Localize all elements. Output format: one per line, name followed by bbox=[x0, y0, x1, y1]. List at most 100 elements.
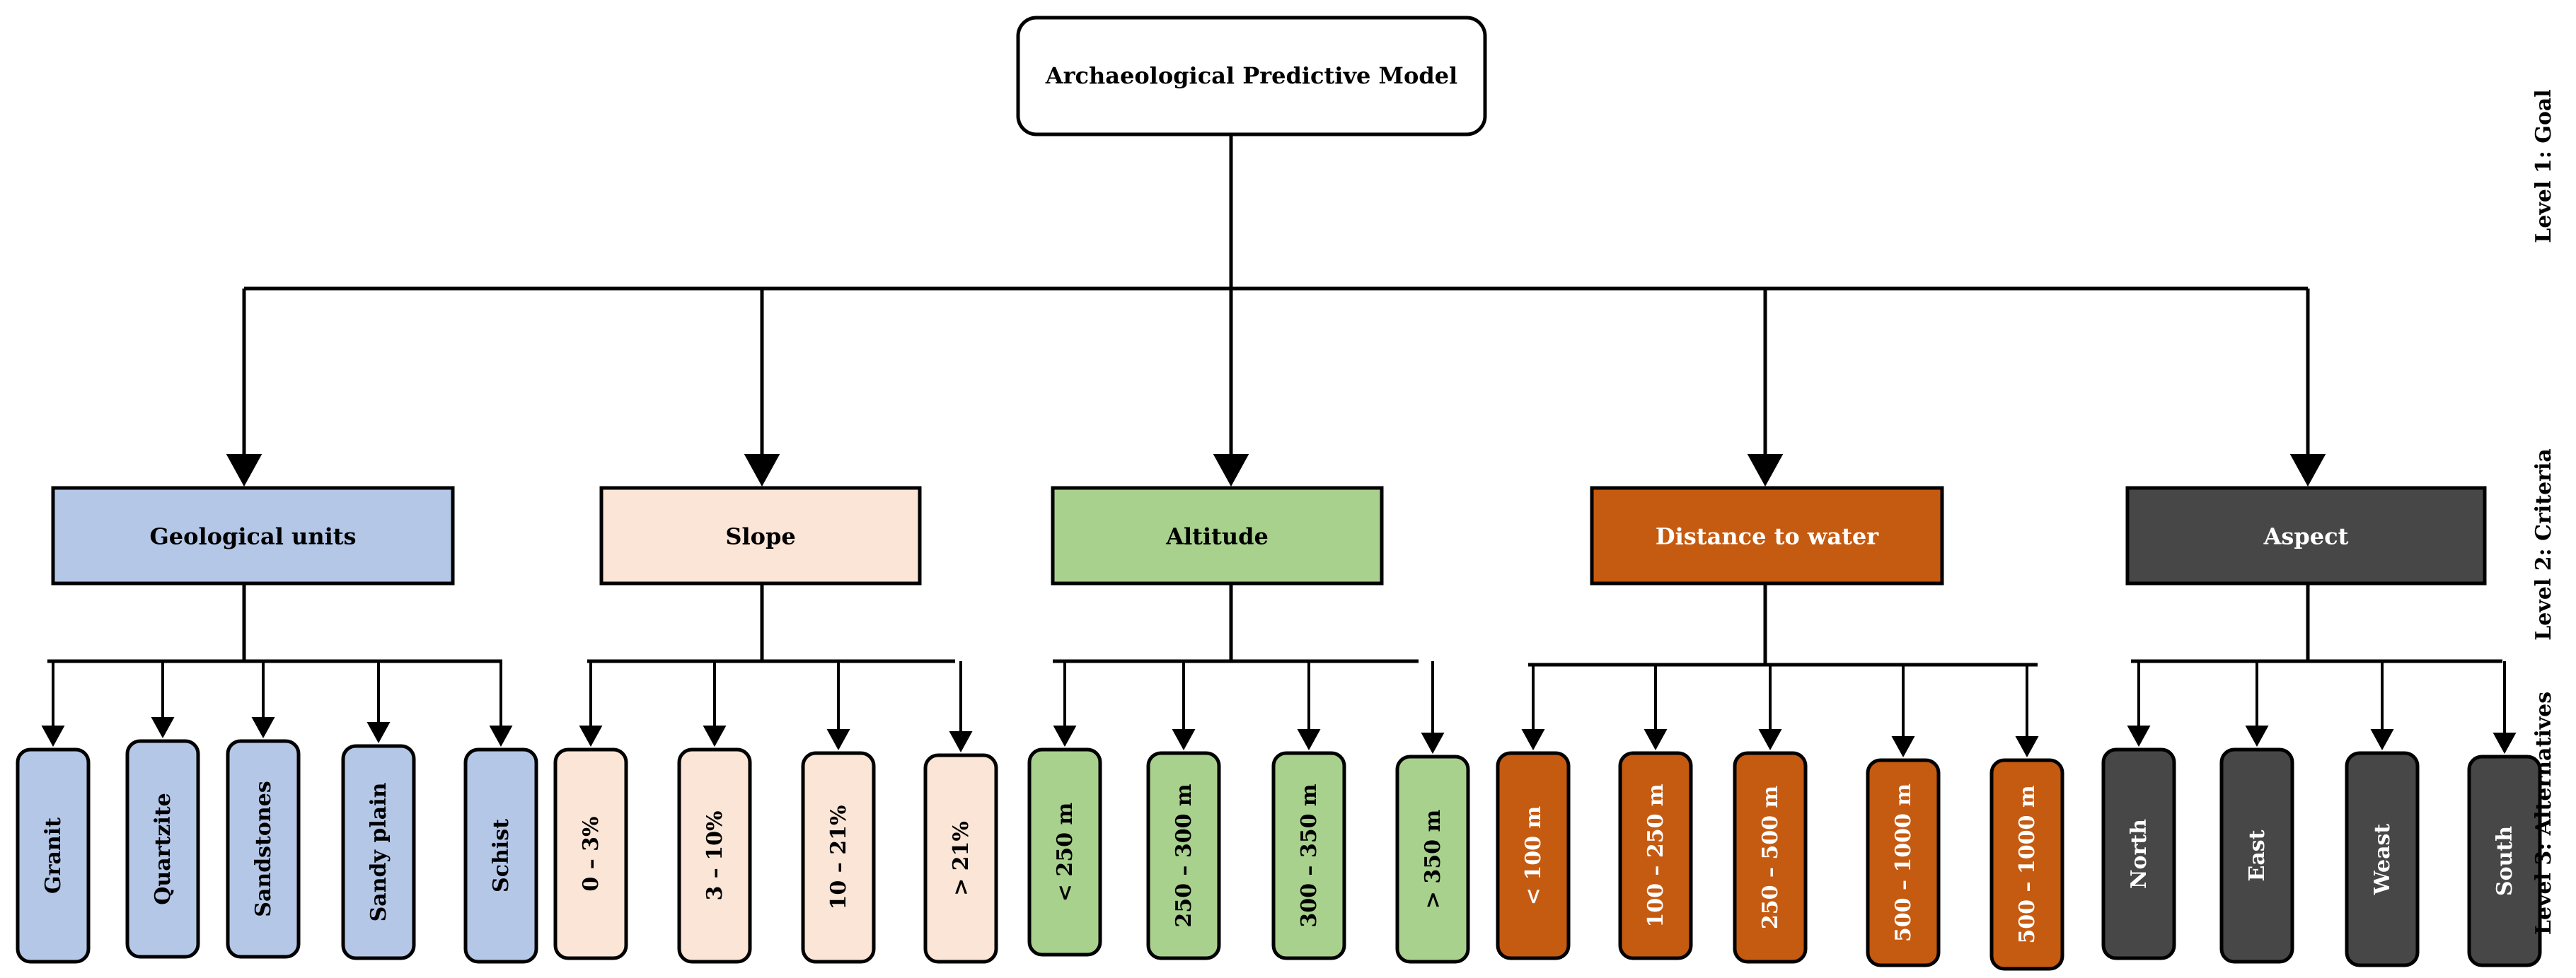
alternative-label: > 21% bbox=[949, 821, 974, 896]
alternative-box bbox=[1733, 751, 1808, 964]
alternative-geological-units-0: Granit bbox=[16, 747, 91, 964]
alternative-altitude-1: 250 – 300 m bbox=[1146, 751, 1221, 960]
alternative-distance-to-water-4: 500 – 1000 m bbox=[1989, 758, 2064, 971]
alternative-geological-units-2: Sandstones bbox=[226, 739, 301, 959]
alt-arrow-geological-units-3 bbox=[366, 722, 391, 743]
arrow-to-altitude bbox=[1213, 454, 1249, 487]
alternative-label: > 350 m bbox=[1421, 810, 1445, 909]
alt-arrow-altitude-1 bbox=[1172, 729, 1196, 750]
alternative-box bbox=[801, 751, 876, 964]
alternative-label: 300 – 350 m bbox=[1297, 784, 1322, 928]
alternative-altitude-3: > 350 m bbox=[1395, 755, 1470, 964]
alternative-label: 250 – 500 m bbox=[1758, 786, 1783, 930]
alternative-box bbox=[341, 744, 416, 960]
criterion-label-geological-units: Geological units bbox=[149, 523, 356, 550]
alternative-label: 3 – 10% bbox=[703, 810, 727, 900]
alternative-box bbox=[1027, 747, 1102, 957]
alternative-geological-units-4: Schist bbox=[463, 747, 538, 964]
alternative-geological-units-3: Sandy plain bbox=[341, 744, 416, 960]
alt-arrow-slope-3 bbox=[949, 731, 973, 752]
alternative-box bbox=[125, 739, 200, 959]
alternative-label: Granit bbox=[41, 817, 66, 894]
alternative-slope-3: > 21% bbox=[923, 753, 998, 964]
level-2-label: Level 2: Criteria bbox=[2531, 448, 2556, 641]
alt-arrow-geological-units-0 bbox=[41, 726, 65, 747]
goal-label: Archaeological Predictive Model bbox=[1045, 62, 1457, 89]
alternative-label: 250 – 300 m bbox=[1172, 784, 1196, 928]
goal-node: Archaeological Predictive Model bbox=[1016, 16, 1487, 136]
alternative-slope-2: 10 – 21% bbox=[801, 751, 876, 964]
alt-arrow-aspect-2 bbox=[2370, 729, 2394, 750]
alternative-altitude-2: 300 – 350 m bbox=[1271, 751, 1346, 960]
alt-arrow-altitude-2 bbox=[1297, 729, 1321, 750]
alternative-distance-to-water-3: 500 – 1000 m bbox=[1866, 758, 1941, 967]
alternative-label: 500 – 1000 m bbox=[2015, 785, 2040, 943]
alternative-label: Weast bbox=[2370, 824, 2395, 896]
alt-arrow-altitude-0 bbox=[1053, 726, 1077, 747]
alternative-box bbox=[2101, 747, 2176, 960]
alternative-label: Sandstones bbox=[251, 781, 276, 916]
criterion-altitude: Altitude bbox=[1051, 486, 1384, 586]
alternative-box bbox=[463, 747, 538, 964]
alternative-label: Quartzite bbox=[151, 793, 175, 904]
alternative-box bbox=[1271, 751, 1346, 960]
alternative-label: North bbox=[2127, 819, 2152, 889]
criterion-slope: Slope bbox=[599, 486, 922, 586]
alternative-label: < 100 m bbox=[1521, 806, 1546, 906]
alternative-box bbox=[16, 747, 91, 964]
alternative-box bbox=[2345, 751, 2420, 967]
alternative-box bbox=[1395, 755, 1470, 964]
alt-arrow-distance-to-water-0 bbox=[1521, 729, 1545, 750]
alt-arrow-aspect-3 bbox=[2493, 733, 2517, 754]
alt-arrow-distance-to-water-3 bbox=[1891, 736, 1915, 757]
criterion-box-altitude bbox=[1051, 486, 1384, 586]
criterion-box-slope bbox=[599, 486, 922, 586]
alt-arrow-distance-to-water-1 bbox=[1644, 729, 1668, 750]
alternative-slope-0: 0 – 3% bbox=[553, 747, 628, 960]
alternative-aspect-1: East bbox=[2219, 747, 2294, 964]
alternative-label: < 250 m bbox=[1053, 803, 1078, 902]
alt-arrow-distance-to-water-2 bbox=[1758, 729, 1782, 750]
alternative-label: 0 – 3% bbox=[579, 816, 603, 891]
goal-box bbox=[1016, 16, 1487, 136]
alternative-box bbox=[1146, 751, 1221, 960]
arrow-to-geological-units bbox=[226, 454, 262, 487]
criterion-box-aspect bbox=[2125, 486, 2487, 586]
alt-arrow-distance-to-water-4 bbox=[2015, 736, 2039, 757]
alternative-label: 100 – 250 m bbox=[1644, 784, 1668, 928]
criterion-label-altitude: Altitude bbox=[1165, 523, 1269, 550]
alternative-box bbox=[1618, 751, 1693, 960]
alternative-label: South bbox=[2493, 826, 2517, 896]
alternative-box bbox=[1989, 758, 2064, 971]
alt-arrow-slope-0 bbox=[579, 726, 603, 747]
alternative-aspect-2: Weast bbox=[2345, 751, 2420, 967]
arrow-to-distance-to-water bbox=[1747, 454, 1784, 487]
alternative-box bbox=[226, 739, 301, 959]
alternative-label: 500 – 1000 m bbox=[1891, 784, 1916, 942]
alternative-geological-units-1: Quartzite bbox=[125, 739, 200, 959]
alternative-box bbox=[2219, 747, 2294, 964]
alternative-label: Schist bbox=[489, 819, 514, 892]
criterion-box-geological-units bbox=[51, 486, 455, 586]
alternative-box bbox=[1496, 751, 1571, 960]
alt-arrow-geological-units-1 bbox=[151, 717, 175, 738]
alternative-distance-to-water-2: 250 – 500 m bbox=[1733, 751, 1808, 964]
criterion-label-slope: Slope bbox=[725, 523, 795, 550]
connector-lines bbox=[41, 134, 2517, 757]
alternative-distance-to-water-0: < 100 m bbox=[1496, 751, 1571, 960]
alternative-label: East bbox=[2245, 829, 2270, 881]
alternative-box bbox=[2467, 755, 2542, 967]
criterion-label-aspect: Aspect bbox=[2263, 523, 2349, 550]
alternative-distance-to-water-1: 100 – 250 m bbox=[1618, 751, 1693, 960]
alt-arrow-aspect-1 bbox=[2245, 726, 2269, 747]
alternative-slope-1: 3 – 10% bbox=[677, 747, 752, 964]
alternative-aspect-0: North bbox=[2101, 747, 2176, 960]
alt-arrow-aspect-0 bbox=[2127, 726, 2151, 747]
criterion-label-distance-to-water: Distance to water bbox=[1656, 523, 1879, 550]
alternative-label: 10 – 21% bbox=[826, 805, 851, 910]
alternative-box bbox=[923, 753, 998, 964]
alternative-box bbox=[677, 747, 752, 964]
criterion-box-distance-to-water bbox=[1590, 486, 1944, 586]
alternative-altitude-0: < 250 m bbox=[1027, 747, 1102, 957]
